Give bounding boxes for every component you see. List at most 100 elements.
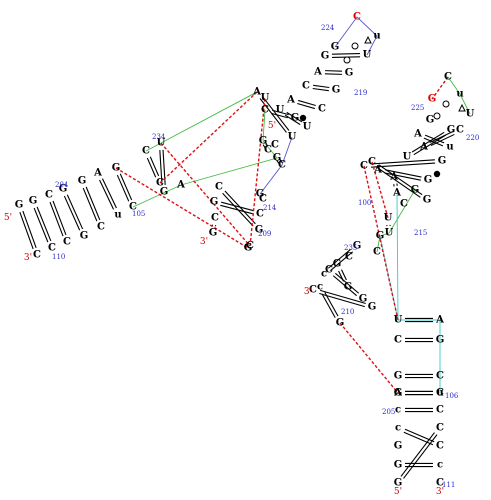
base-pair-line (63, 195, 81, 231)
base-pair-line (85, 186, 101, 221)
nucleotide-r16: A (389, 172, 398, 183)
nucleotide-r3: G (428, 94, 437, 105)
strand-end-label: 3' (304, 287, 312, 297)
backbone-segment (259, 136, 293, 195)
nucleotide-t16: C (436, 441, 444, 452)
base-pair-line (99, 179, 115, 210)
nucleotide-s5: c (317, 282, 323, 293)
nucleotide-h12: C (353, 12, 361, 23)
nucleotide-s13: G (376, 231, 385, 242)
nucleotide-m12: G (255, 225, 264, 236)
nucleotide-t5: G (394, 388, 403, 399)
nucleotide-h20: C (278, 160, 286, 171)
nucleotide-h23: C (271, 140, 279, 151)
tertiary-interaction-line (431, 76, 449, 100)
nucleotide-h4: G (259, 136, 268, 147)
nucleotide-l2: G (29, 196, 38, 207)
base-pair-line (101, 178, 117, 209)
nucleotide-t8: u (436, 388, 443, 399)
base-pair-line (423, 137, 444, 147)
base-pair-line (321, 293, 336, 318)
base-pair-line (66, 194, 84, 230)
nucleotide-l10: C (63, 237, 71, 248)
position-number-210: 210 (341, 308, 354, 316)
base-pair-line (278, 158, 283, 164)
base-pair-lines (19, 53, 455, 479)
pair-triangle (458, 103, 466, 112)
nucleotide-t4: G (436, 335, 445, 346)
pair-triangle (364, 35, 372, 44)
nucleotide-l3: C (45, 190, 53, 201)
nucleotide-l7: G (112, 163, 121, 174)
nucleotide-m13: C (256, 209, 264, 220)
base-pair-line (320, 289, 366, 305)
nucleotide-t15: c (395, 423, 401, 434)
backbone-lines (132, 16, 471, 393)
wobble-pair-circle (442, 100, 450, 108)
nucleotide-s8: G (368, 302, 377, 313)
base-pair-line (403, 431, 434, 446)
tertiary-interaction-line (160, 142, 251, 247)
base-pair-line (116, 174, 130, 202)
position-number-209: 209 (258, 230, 271, 238)
nucleotide-l6: A (93, 168, 102, 179)
wobble-pair-circle (351, 42, 359, 50)
nucleotide-s4: C (325, 265, 333, 276)
nucleotide-h10: G (321, 51, 330, 62)
base-pair-line (265, 142, 269, 147)
nucleotide-h15: G (332, 85, 341, 96)
nucleotide-r10: A (419, 142, 428, 153)
position-number-105: 105 (132, 210, 145, 218)
nucleotide-h11: G (331, 42, 340, 53)
nucleotide-r1: C (444, 72, 452, 83)
base-pair-line (324, 292, 339, 317)
nucleotide-t18: c (437, 460, 443, 471)
position-number-225: 225 (411, 104, 424, 112)
nucleotide-t11: c (395, 405, 401, 416)
nucleotide-t7: A (393, 388, 402, 399)
nucleotide-h16: C (318, 104, 326, 115)
base-pair-line (146, 157, 157, 178)
nucleotide-h13: U (363, 50, 372, 61)
nucleotide-t17: G (394, 460, 403, 471)
nucleotide-r19: A (392, 188, 401, 199)
nucleotide-t20: C (436, 478, 444, 489)
base-pair-line (430, 133, 455, 146)
base-pair-line (52, 200, 67, 236)
nucleotide-m8: C (211, 213, 219, 224)
nucleotide-r23: G (411, 185, 420, 196)
backbone-segment (334, 16, 378, 56)
nucleotide-t14: C (436, 423, 444, 434)
nucleotide-r22: G (423, 195, 432, 206)
base-pair-line (286, 111, 303, 123)
nucleotide-s11: G (336, 318, 345, 329)
base-pair-line (82, 187, 98, 222)
nucleotide-l9: C (48, 243, 56, 254)
nucleotide-t12: C (436, 405, 444, 416)
base-pair-line (413, 134, 447, 156)
base-pair-line (325, 70, 343, 72)
strand-end-label: 3' (200, 237, 208, 247)
nucleotide-h22: C (264, 145, 272, 156)
base-pair-line (159, 150, 163, 186)
nucleotide-h14: G (345, 68, 354, 79)
nucleotide-h2: U (261, 93, 270, 104)
position-number-214: 214 (263, 204, 277, 212)
nucleotide-t1: U (394, 315, 403, 326)
position-number-234: 234 (152, 133, 166, 141)
nucleotide-r8: A (413, 129, 422, 140)
base-pair-line (271, 112, 288, 119)
base-pair-line (22, 210, 37, 249)
position-number-219: 219 (354, 89, 367, 97)
nucleotide-m15: G (256, 189, 265, 200)
nucleotide-s2: G (353, 241, 362, 252)
backbone-segment (379, 235, 399, 321)
nucleotide-s9: G (359, 294, 368, 305)
base-pair-line (424, 134, 445, 144)
nucleotide-h9: A (313, 67, 322, 78)
base-pair-line (276, 159, 281, 165)
base-pair-line (429, 131, 454, 144)
nucleotide-l1: G (15, 200, 24, 211)
